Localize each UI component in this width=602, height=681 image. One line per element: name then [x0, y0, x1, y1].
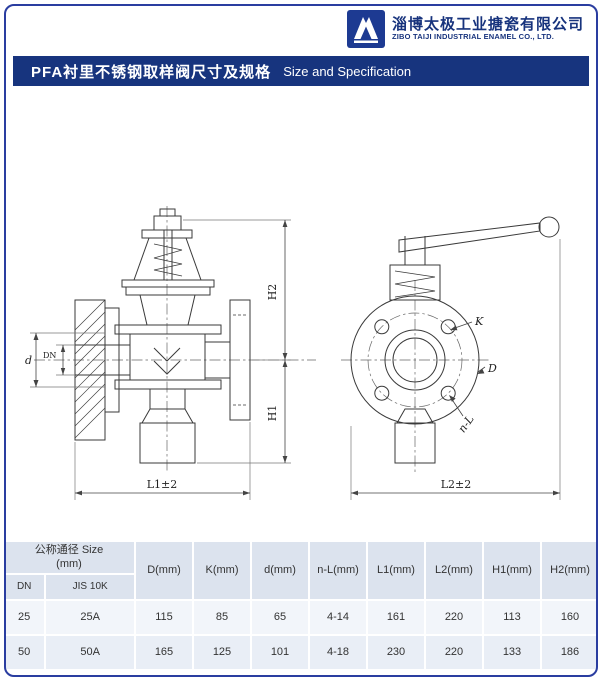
wall-hatching: [74, 299, 106, 439]
col-header-d: d(mm): [250, 540, 310, 601]
cell: 101: [250, 633, 310, 671]
valve-drawing: d DN H2 H1 L1±2 L2±2 K D n-L: [25, 206, 561, 500]
col-header-H1: H1(mm): [482, 540, 542, 601]
technical-drawing-area: d DN H2 H1 L1±2 L2±2 K D n-L: [0, 86, 602, 538]
col-header-K: K(mm): [192, 540, 252, 601]
cell: 220: [424, 598, 484, 636]
cell: 125: [192, 633, 252, 671]
cell: 186: [540, 633, 600, 671]
cell: 161: [366, 598, 426, 636]
dim-label-l2: L2±2: [441, 478, 472, 491]
company-name-cn: 淄博太极工业搪瓷有限公司: [391, 16, 584, 34]
brand-text: 淄博太极工业搪瓷有限公司 ZIBO TAIJI INDUSTRIAL ENAME…: [392, 16, 584, 42]
dim-label-nl: n-L: [456, 413, 477, 435]
cell: 113: [482, 598, 542, 636]
cell: 160: [540, 598, 600, 636]
table-row: 25 25A 115 85 65 4-14 161 220 113 160: [1, 598, 600, 636]
size-group-unit: (mm): [56, 558, 82, 571]
front-view: [74, 208, 251, 464]
company-logo-icon: [346, 10, 385, 48]
size-group-header: 公称通径 Size (mm): [2, 540, 136, 575]
dim-label-h1: H1: [266, 405, 279, 422]
page-title-cn: PFA衬里不锈钢取样阀尺寸及规格: [31, 63, 272, 81]
cell: 25: [1, 598, 47, 636]
cell: 50A: [44, 633, 136, 671]
dim-label-h2: H2: [266, 284, 279, 301]
cell: 50: [1, 633, 47, 671]
col-header-L2: L2(mm): [424, 540, 484, 601]
dim-label-k: K: [474, 315, 484, 328]
table-row: 50 50A 165 125 101 4-18 230 220 133 186: [1, 633, 600, 671]
cell: 4-14: [308, 598, 368, 636]
dim-label-d: d: [25, 354, 32, 367]
company-name-en: ZIBO TAIJI INDUSTRIAL ENAMEL CO., LTD.: [391, 32, 555, 42]
cell: 65: [250, 598, 310, 636]
cell: 220: [424, 633, 484, 671]
sub-header-jis: JIS 10K: [44, 572, 136, 601]
cell: 133: [482, 633, 542, 671]
dimension-lines: [35, 220, 560, 494]
col-header-nL: n-L(mm): [308, 540, 368, 601]
dim-label-l1: L1±2: [147, 478, 178, 491]
title-banner: PFA衬里不锈钢取样阀尺寸及规格 Size and Specification: [13, 56, 589, 86]
col-header-L1: L1(mm): [366, 540, 426, 601]
cell: 85: [192, 598, 252, 636]
cell: 4-18: [308, 633, 368, 671]
spec-table: 公称通径 Size (mm) D(mm) K(mm) d(mm) n-L(mm)…: [1, 540, 600, 671]
header: 淄博太极工业搪瓷有限公司 ZIBO TAIJI INDUSTRIAL ENAME…: [0, 0, 602, 52]
extension-lines: [30, 219, 561, 500]
cell: 25A: [44, 598, 136, 636]
size-group-title: 公称通径 Size: [34, 544, 104, 556]
dim-label-dn: DN: [43, 351, 56, 360]
brand: 淄博太极工业搪瓷有限公司 ZIBO TAIJI INDUSTRIAL ENAME…: [346, 10, 584, 48]
cell: 165: [134, 633, 194, 671]
col-header-H2: H2(mm): [540, 540, 600, 601]
sub-header-dn: DN: [1, 572, 47, 601]
dimension-arrows: [33, 220, 560, 496]
side-view: [350, 216, 560, 464]
cell: 230: [366, 633, 426, 671]
page-title-en: Size and Specification: [283, 63, 412, 79]
dim-label-D: D: [487, 362, 497, 375]
col-header-D: D(mm): [134, 540, 194, 601]
dimension-labels: d DN H2 H1 L1±2 L2±2 K D n-L: [25, 284, 497, 491]
cell: 115: [134, 598, 194, 636]
